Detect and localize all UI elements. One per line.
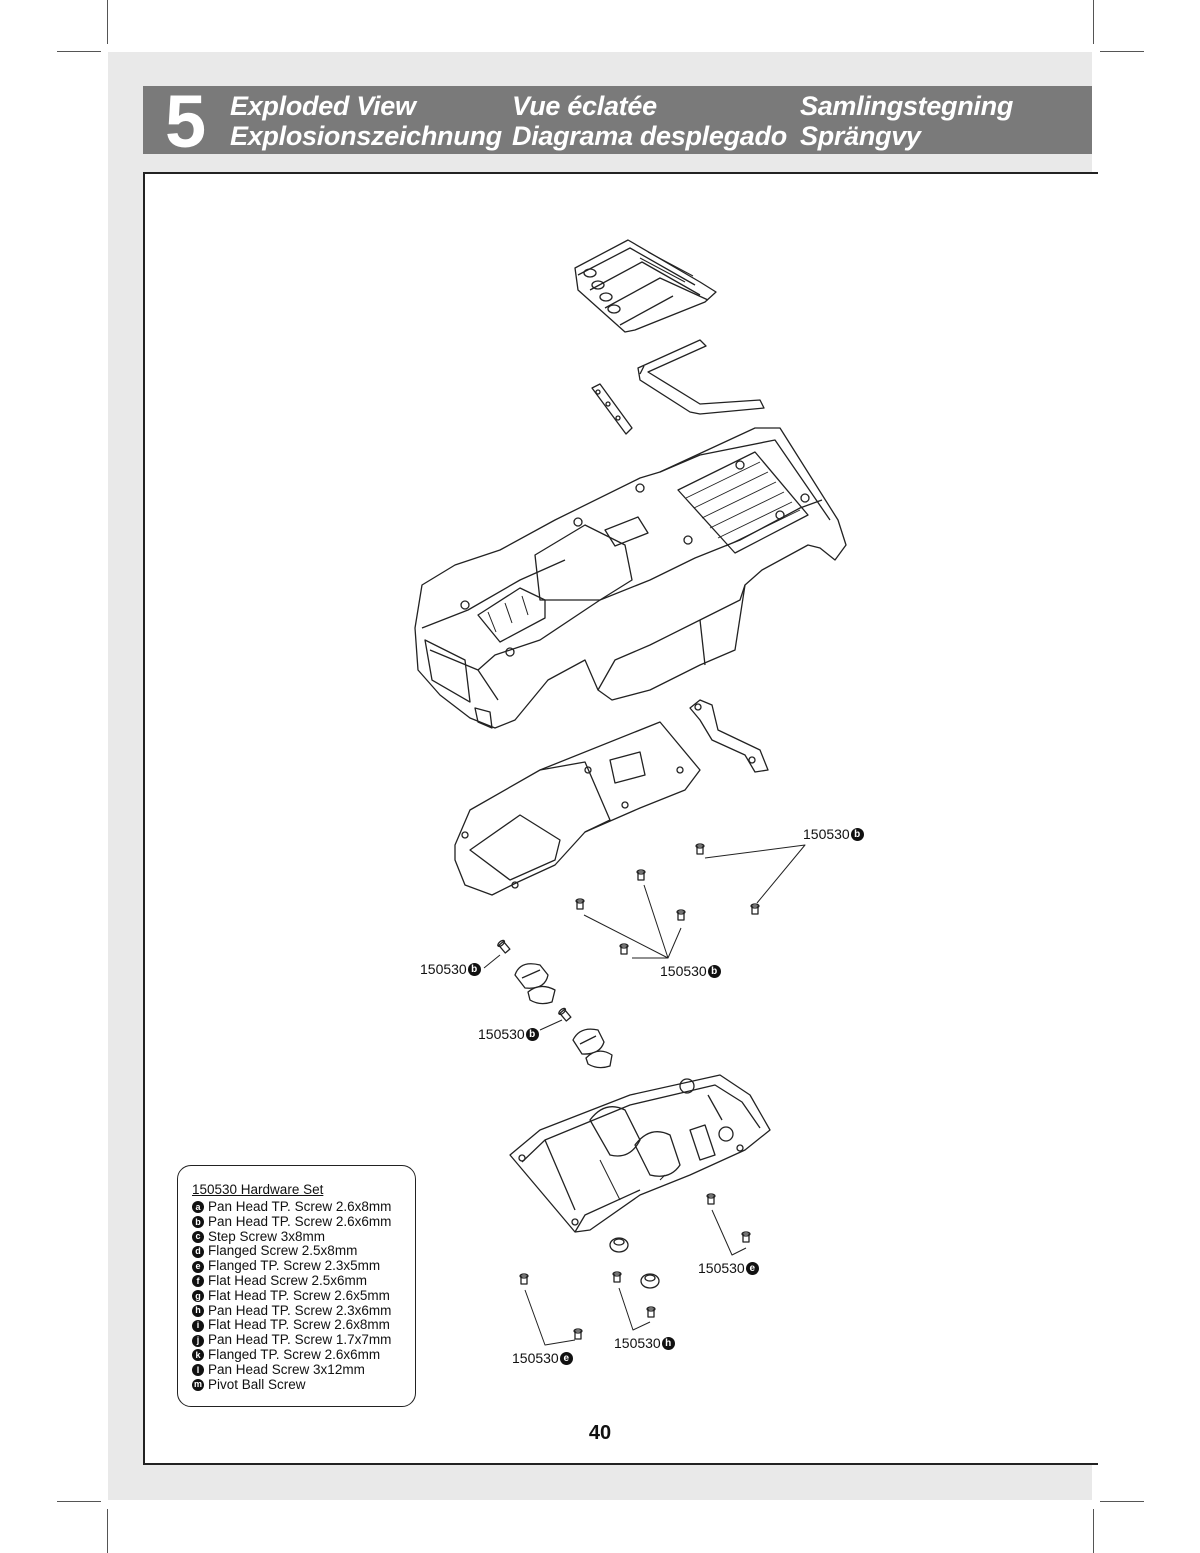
hardware-label: Pan Head Screw 3x12mm [208,1361,365,1377]
callout-part-number: 150530 [698,1260,745,1276]
screws-lower [519,1193,751,1340]
callout-part-number: 150530 [512,1350,559,1366]
callout-letter-badge: b [850,827,864,841]
hardware-item: m Pivot Ball Screw [192,1376,415,1393]
hardware-label: Pan Head TP. Screw 2.6x6mm [208,1213,392,1229]
hardware-label: Pivot Ball Screw [208,1376,306,1392]
callout-part-number: 150530 [803,826,850,842]
trim-mark [1093,1509,1094,1553]
callout-part-number: 150530 [660,963,707,979]
hardware-label: Pan Head TP. Screw 2.3x6mm [208,1302,392,1318]
callout-letter-badge: e [559,1351,573,1365]
trim-mark [107,1509,108,1553]
hardware-item: h Pan Head TP. Screw 2.3x6mm [192,1302,415,1319]
roof-light-bar [574,239,717,333]
trim-mark [107,0,108,44]
hardware-letter-badge: a [192,1201,204,1214]
small-bracket [591,383,633,435]
hardware-item: j Pan Head TP. Screw 1.7x7mm [192,1332,415,1348]
hardware-set-title: 150530 Hardware Set [192,1182,324,1197]
hardware-letter-badge: k [192,1349,204,1362]
trim-mark [57,1501,101,1502]
callout-part-number: 150530 [478,1026,525,1042]
title-en: Exploded View [230,91,416,121]
hardware-letter-badge: i [192,1319,204,1332]
hardware-letter-badge: b [192,1216,204,1229]
title-fr: Vue éclatée [512,91,657,121]
hardware-letter-badge: l [192,1364,204,1377]
truck-body-shell [414,427,847,729]
hardware-item: a Pan Head TP. Screw 2.6x8mm [192,1199,415,1215]
hardware-letter-badge: d [192,1245,204,1258]
hardware-item: i Flat Head TP. Screw 2.6x8mm [192,1318,415,1333]
callout-letter-badge: b [525,1027,539,1041]
hardware-letter-badge: m [192,1378,204,1391]
callout-letter-badge: e [745,1261,759,1275]
hardware-label: Flat Head TP. Screw 2.6x5mm [208,1287,390,1303]
section-number: 5 [165,80,207,163]
trim-mark [57,51,101,52]
hardware-item: k Flanged TP. Screw 2.6x6mm [192,1346,415,1363]
trim-mark [1093,0,1094,44]
hardware-item: b Pan Head TP. Screw 2.6x6mm [192,1213,415,1230]
exploded-view-diagram [414,239,847,1346]
callout-letter-badge: b [707,964,721,978]
hardware-label: Pan Head TP. Screw 1.7x7mm [208,1332,392,1348]
hardware-label: Flanged TP. Screw 2.3x5mm [208,1258,381,1274]
callout-part-number: 150530 [420,961,467,977]
hardware-letter-badge: c [192,1230,204,1243]
hardware-label: Flat Head TP. Screw 2.6x8mm [208,1317,390,1333]
side-mirror-parts [514,963,613,1069]
body-mount-bracket [689,699,769,773]
title-sv: Sprängvy [800,121,921,151]
screws-upper [497,843,760,1022]
hardware-item: g Flat Head TP. Screw 2.6x5mm [192,1287,415,1304]
hardware-letter-badge: e [192,1260,204,1273]
light-bar-mount [637,339,765,415]
leader-lines-lower [524,1209,747,1346]
leader-lines [483,844,806,1031]
hardware-label: Flanged Screw 2.5x8mm [208,1243,358,1259]
hardware-item: d Flanged Screw 2.5x8mm [192,1244,415,1259]
callout-letter-badge: b [467,962,481,976]
title-de: Explosionszeichnung [230,121,502,151]
interior-panel [454,721,701,896]
hardware-item: l Pan Head Screw 3x12mm [192,1361,415,1378]
callout-letter-badge: h [661,1336,675,1350]
hardware-item: f Flat Head Screw 2.5x6mm [192,1272,415,1289]
hardware-letter-badge: h [192,1304,204,1317]
page-number: 40 [588,1422,612,1444]
hardware-label: Pan Head TP. Screw 2.6x8mm [208,1199,392,1214]
callout-part-number: 150530 [614,1335,661,1351]
hardware-letter-badge: g [192,1290,204,1303]
hardware-label: Flat Head Screw 2.5x6mm [208,1272,368,1288]
hardware-label: Flanged TP. Screw 2.6x6mm [208,1346,381,1362]
trim-mark [1100,51,1144,52]
hardware-label: Step Screw 3x8mm [208,1228,326,1244]
hardware-item: c Step Screw 3x8mm [192,1228,415,1245]
section-header [143,86,1092,154]
hardware-letter-badge: f [192,1275,204,1288]
hardware-item: e Flanged TP. Screw 2.3x5mm [192,1258,415,1274]
hardware-letter-badge: j [192,1334,204,1347]
title-es: Diagrama desplegado [512,121,787,151]
chassis-tray [509,1074,771,1233]
trim-mark [1100,1501,1144,1502]
title-da: Samlingstegning [800,91,1014,121]
